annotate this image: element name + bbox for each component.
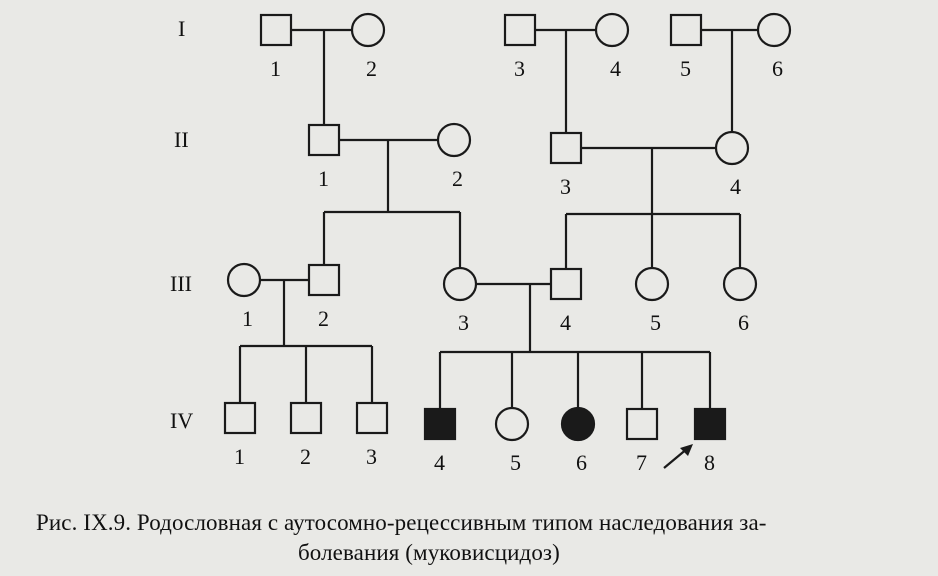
member-number-IV-5: 5 bbox=[510, 450, 521, 475]
proband-arrow-icon bbox=[663, 444, 693, 469]
female-symbol-III-3 bbox=[442, 266, 478, 302]
female-symbol-IV-6-affected bbox=[560, 406, 596, 442]
member-number-I-6: 6 bbox=[772, 56, 783, 81]
member-number-II-4: 4 bbox=[730, 174, 741, 199]
member-number-IV-6: 6 bbox=[576, 450, 587, 475]
pedigree-chart: 1 2 3 4 5 6 1 2 3 4 1 2 3 4 5 6 1 2 3 4 5 6 7 8 I II III IV bbox=[170, 12, 792, 475]
female-symbol-I-2 bbox=[350, 12, 386, 48]
member-number-IV-8: 8 bbox=[704, 450, 715, 475]
male-symbol-III-4 bbox=[549, 267, 583, 301]
pedigree-labels: 1 2 3 4 5 6 1 2 3 4 1 2 3 4 5 6 1 2 3 4 5 6 7 8 bbox=[234, 56, 783, 475]
member-number-IV-3: 3 bbox=[366, 444, 377, 469]
member-number-I-4: 4 bbox=[610, 56, 621, 81]
male-symbol-II-1 bbox=[307, 123, 341, 157]
generation-label-IV: IV bbox=[170, 408, 193, 433]
pedigree-symbols bbox=[223, 12, 792, 469]
figure-caption: Рис. IX.9. Родословная с аутосомно-рецес… bbox=[36, 508, 916, 568]
male-symbol-IV-8-affected bbox=[693, 407, 727, 441]
member-number-IV-2: 2 bbox=[300, 444, 311, 469]
male-symbol-I-5 bbox=[669, 13, 703, 47]
member-number-IV-1: 1 bbox=[234, 444, 245, 469]
member-number-III-5: 5 bbox=[650, 310, 661, 335]
member-number-II-2: 2 bbox=[452, 166, 463, 191]
male-symbol-IV-3 bbox=[355, 401, 389, 435]
female-symbol-III-6 bbox=[722, 266, 758, 302]
female-symbol-I-4 bbox=[594, 12, 630, 48]
male-symbol-I-1 bbox=[259, 13, 293, 47]
generation-label-III: III bbox=[170, 271, 192, 296]
male-symbol-I-3 bbox=[503, 13, 537, 47]
female-symbol-III-5 bbox=[634, 266, 670, 302]
member-number-I-2: 2 bbox=[366, 56, 377, 81]
member-number-III-1: 1 bbox=[242, 306, 253, 331]
member-number-I-1: 1 bbox=[270, 56, 281, 81]
male-symbol-IV-4-affected bbox=[423, 407, 457, 441]
caption-line-2: болевания (муковисцидоз) bbox=[298, 540, 560, 565]
male-symbol-III-2 bbox=[307, 263, 341, 297]
generation-label-I: I bbox=[178, 16, 185, 41]
member-number-III-4: 4 bbox=[560, 310, 571, 335]
caption-line-1: Рис. IX.9. Родословная с аутосомно-рецес… bbox=[36, 510, 767, 535]
member-number-III-2: 2 bbox=[318, 306, 329, 331]
male-symbol-IV-2 bbox=[289, 401, 323, 435]
member-number-III-6: 6 bbox=[738, 310, 749, 335]
member-number-I-5: 5 bbox=[680, 56, 691, 81]
male-symbol-IV-7 bbox=[625, 407, 659, 441]
female-symbol-IV-5 bbox=[494, 406, 530, 442]
member-number-II-1: 1 bbox=[318, 166, 329, 191]
female-symbol-II-2 bbox=[436, 122, 472, 158]
member-number-III-3: 3 bbox=[458, 310, 469, 335]
member-number-I-3: 3 bbox=[514, 56, 525, 81]
female-symbol-III-1 bbox=[226, 262, 262, 298]
member-number-IV-4: 4 bbox=[434, 450, 445, 475]
female-symbol-I-6 bbox=[756, 12, 792, 48]
male-symbol-II-3 bbox=[549, 131, 583, 165]
member-number-II-3: 3 bbox=[560, 174, 571, 199]
female-symbol-II-4 bbox=[714, 130, 750, 166]
male-symbol-IV-1 bbox=[223, 401, 257, 435]
member-number-IV-7: 7 bbox=[636, 450, 647, 475]
pedigree-lines bbox=[238, 28, 759, 409]
generation-label-II: II bbox=[174, 127, 189, 152]
